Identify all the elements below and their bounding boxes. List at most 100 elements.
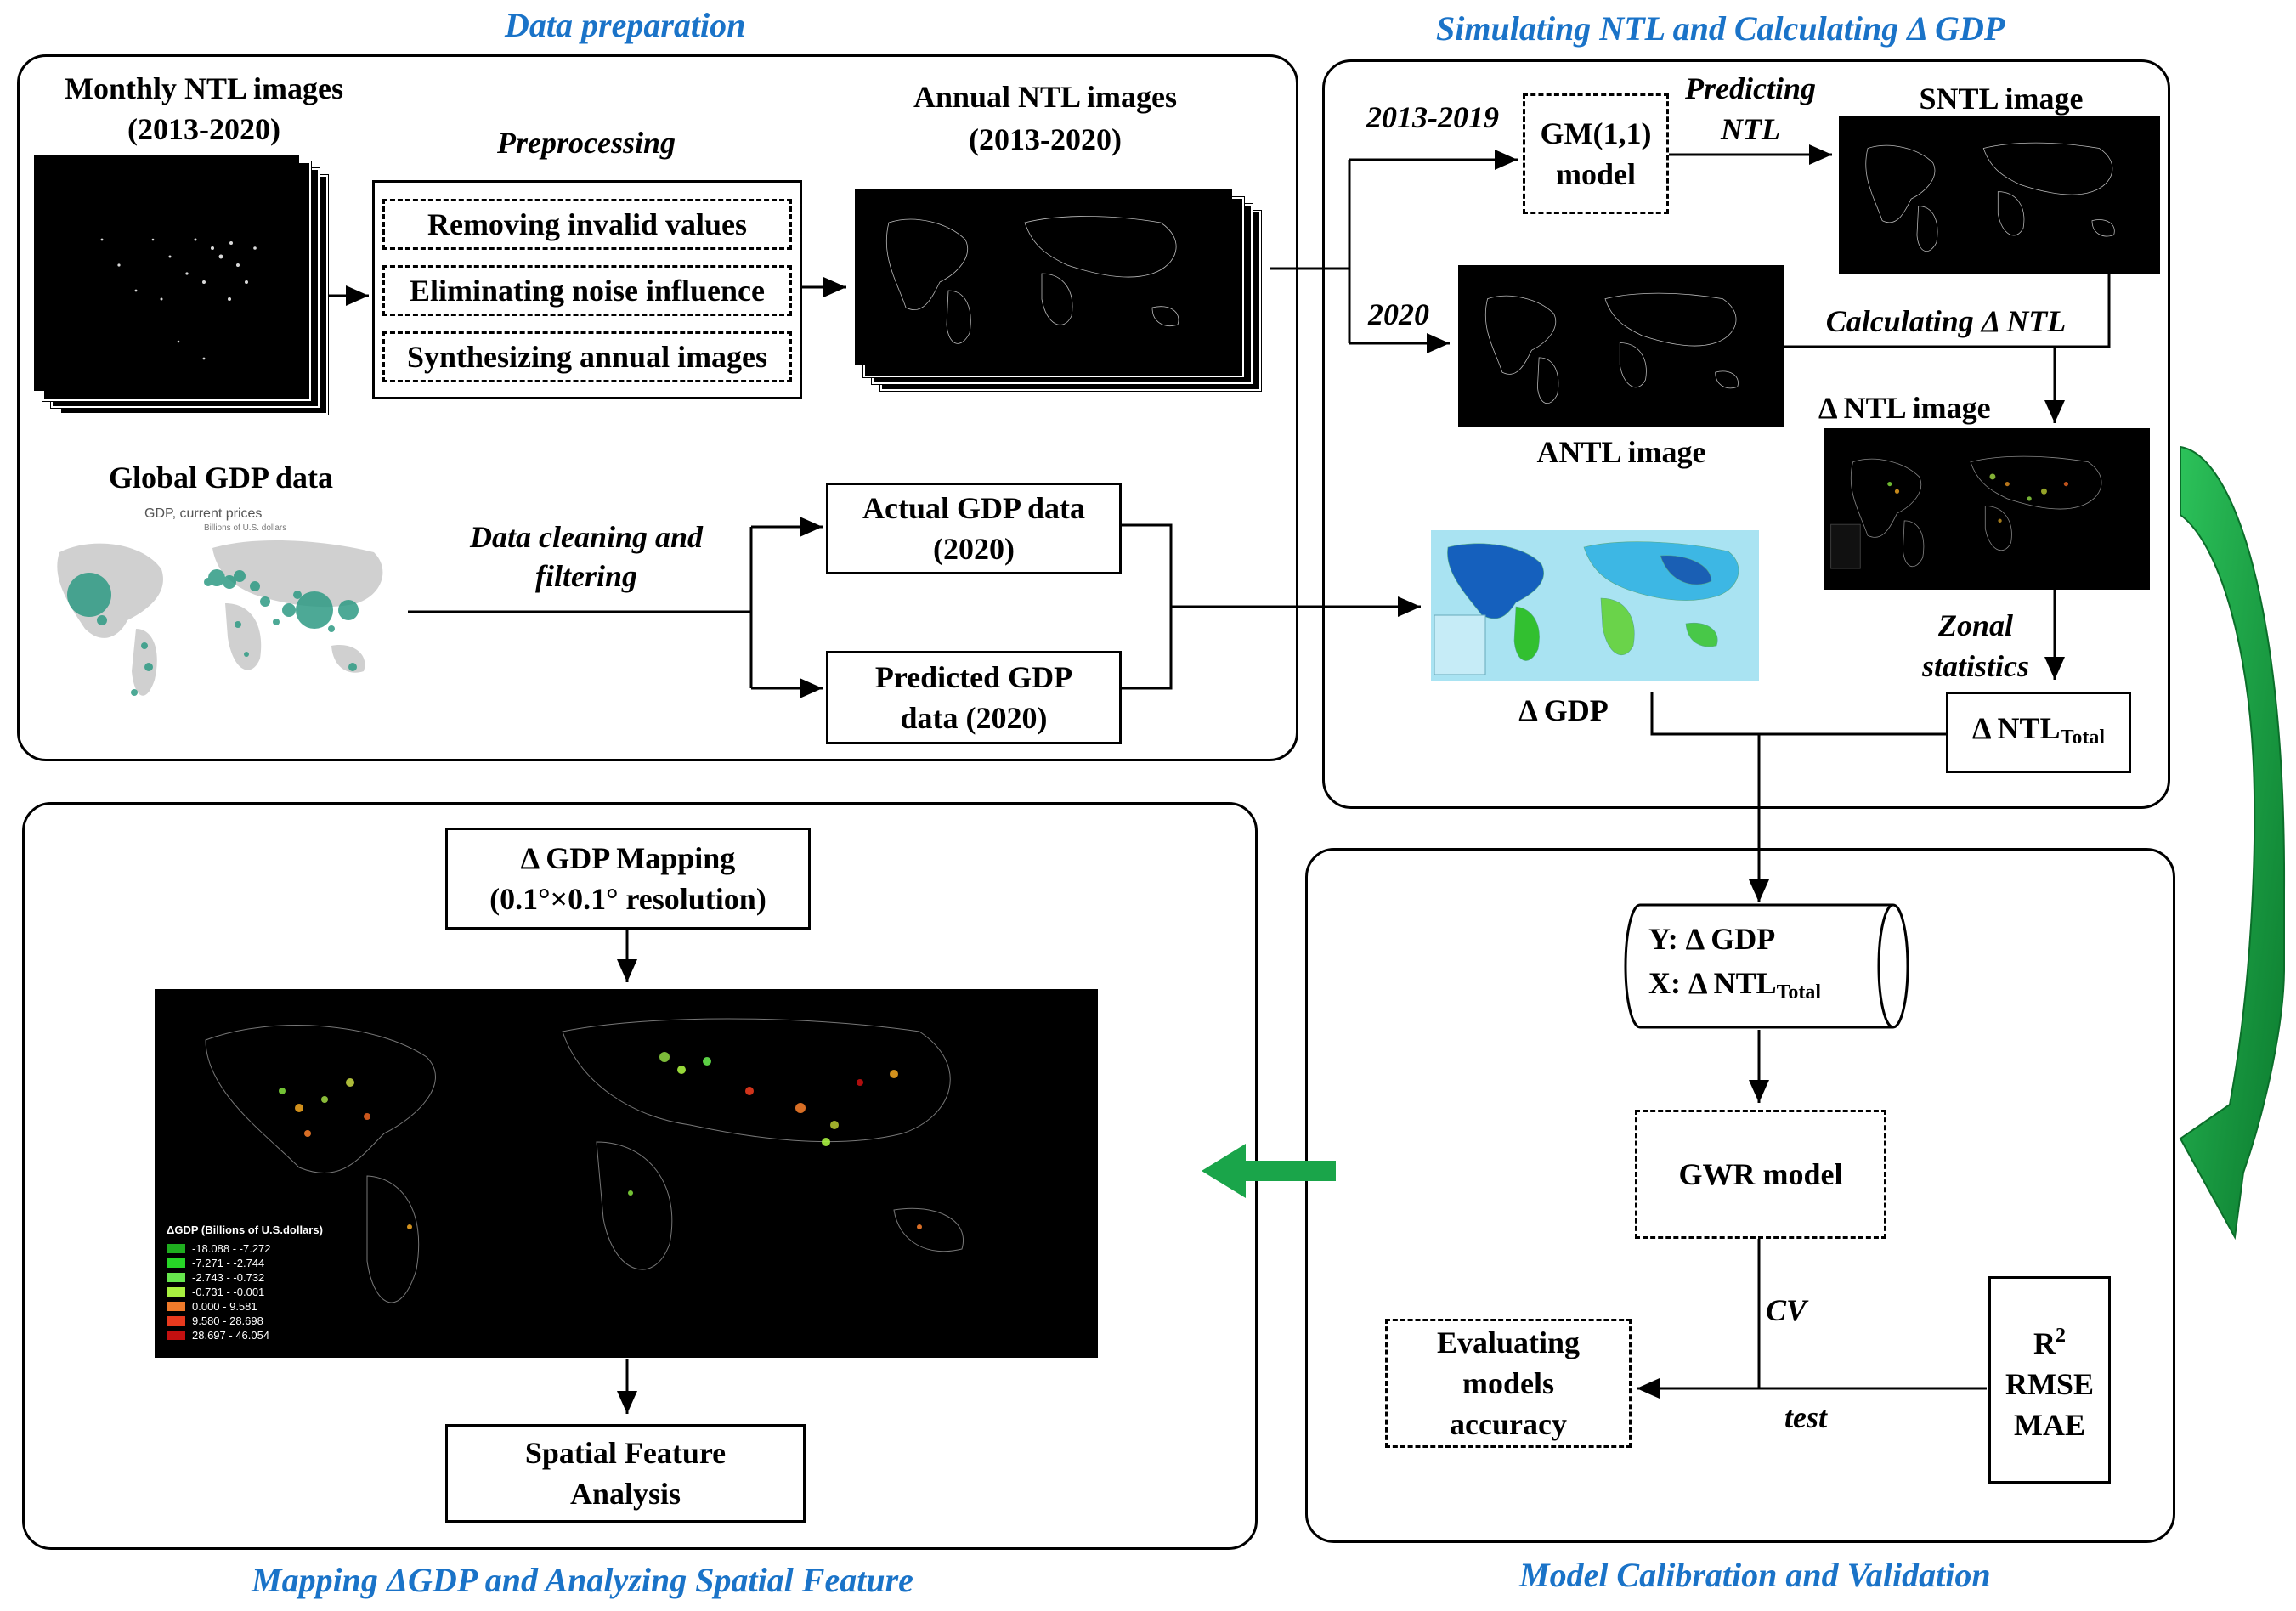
legend-swatch <box>167 1316 185 1326</box>
legend-label: -0.731 - -0.001 <box>192 1286 265 1298</box>
legend-swatch <box>167 1273 185 1282</box>
legend-label: 28.697 - 46.054 <box>192 1329 270 1342</box>
global-gdp-title: Global GDP data <box>108 461 334 495</box>
annual-ntl-title-line2: (2013-2020) <box>969 122 1122 156</box>
cv-label: CV <box>1766 1293 1807 1327</box>
r-text: R <box>2033 1326 2056 1360</box>
monthly-ntl-title-line1: Monthly NTL images <box>64 71 344 105</box>
legend-label: 0.000 - 9.581 <box>192 1300 257 1313</box>
legend-label: -18.088 - -7.272 <box>192 1242 271 1255</box>
dntl-total-text: Δ NTL <box>1971 710 2061 745</box>
preprocessing-box <box>372 180 802 399</box>
predicted-gdp-box: Predicted GDP data (2020) <box>826 651 1122 744</box>
legend-swatch <box>167 1287 185 1297</box>
r2-label: R2 <box>2033 1315 2066 1364</box>
legend-label: -7.271 - -2.744 <box>192 1257 265 1269</box>
dgdp-title: Δ GDP <box>1518 693 1609 727</box>
annual-ntl-title-line1: Annual NTL images <box>913 80 1178 114</box>
section-title-calibration: Model Calibration and Validation <box>1519 1556 1991 1594</box>
zonal-line1: Zonal <box>1937 608 2013 642</box>
evaluating-line2: models <box>1462 1366 1554 1400</box>
legend-item: -2.743 - -0.732 <box>167 1270 323 1285</box>
gm-model-box: GM(1,1) model <box>1523 93 1669 214</box>
monthly-ntl-title-line2: (2013-2020) <box>127 112 280 146</box>
actual-gdp-box: Actual GDP data (2020) <box>826 483 1122 574</box>
preprocessing-label: Preprocessing <box>497 126 676 160</box>
gdp-map-subtitle: Billions of U.S. dollars <box>204 523 287 533</box>
legend-label: -2.743 - -0.732 <box>192 1271 265 1284</box>
predicted-gdp-line1: Predicted GDP <box>874 660 1073 694</box>
legend-label: 9.580 - 28.698 <box>192 1314 263 1327</box>
dntl-total-subscript: Total <box>2060 726 2106 749</box>
sntl-image <box>1839 116 2160 274</box>
dgdp-mapping-box: Δ GDP Mapping (0.1°×0.1° resolution) <box>445 828 811 930</box>
cleaning-label-line2: filtering <box>534 559 637 593</box>
section-title-simulating: Simulating NTL and Calculating Δ GDP <box>1436 9 2005 48</box>
rmse-label: RMSE <box>2005 1366 2094 1401</box>
dntl-image-title: Δ NTL image <box>1818 391 1991 425</box>
antl-title: ANTL image <box>1536 435 1706 469</box>
cleaning-label-line1: Data cleaning and <box>469 520 704 554</box>
metrics-box: R2 RMSE MAE <box>1988 1276 2111 1484</box>
predicting-line2: NTL <box>1721 112 1780 146</box>
legend-swatch <box>167 1244 185 1253</box>
year-2020: 2020 <box>1368 297 1429 331</box>
predicted-gdp-line2: data (2020) <box>900 701 1048 735</box>
xy-cylinder: Y: Δ GDP X: Δ NTLTotal <box>1623 902 1910 1030</box>
dgdp-map <box>1431 530 1759 681</box>
legend-title: ΔGDP (Billions of U.S.dollars) <box>167 1224 323 1236</box>
y-label: Y: Δ GDP <box>1648 922 1776 956</box>
spatial-line2: Analysis <box>569 1477 681 1511</box>
annual-ntl-image <box>855 189 1232 365</box>
actual-gdp-line2: (2020) <box>933 532 1015 566</box>
years-2013-2019: 2013-2019 <box>1366 100 1499 134</box>
data-preparation-panel <box>17 54 1298 761</box>
evaluating-box: Evaluating models accuracy <box>1385 1319 1632 1448</box>
spatial-feature-box: Spatial Feature Analysis <box>445 1424 806 1523</box>
evaluating-line3: accuracy <box>1450 1407 1567 1441</box>
dntl-total-box: Δ NTLTotal <box>1946 692 2131 773</box>
step-removing-invalid: Removing invalid values <box>382 199 792 250</box>
dgdp-legend: ΔGDP (Billions of U.S.dollars) -18.088 -… <box>167 1224 323 1342</box>
gm-model-line1: GM(1,1) <box>1540 116 1652 150</box>
gdp-map-title: GDP, current prices <box>144 506 263 521</box>
dgdp-world-map: ΔGDP (Billions of U.S.dollars) -18.088 -… <box>155 989 1098 1358</box>
x-label: X: Δ NTL <box>1648 966 1777 1000</box>
calc-dntl-label: Calculating Δ NTL <box>1825 304 2067 338</box>
legend-rows: -18.088 - -7.272 -7.271 - -2.744 -2.743 - … <box>167 1241 323 1342</box>
actual-gdp-line1: Actual GDP data <box>862 491 1085 525</box>
legend-swatch <box>167 1331 185 1340</box>
x-label-subscript: Total <box>1776 981 1822 1003</box>
legend-item: 9.580 - 28.698 <box>167 1314 323 1328</box>
legend-item: -0.731 - -0.001 <box>167 1285 323 1299</box>
r-superscript: 2 <box>2056 1324 2066 1347</box>
monthly-ntl-image <box>34 155 299 391</box>
dgdp-mapping-line1: Δ GDP Mapping <box>520 841 736 875</box>
test-label: test <box>1784 1400 1827 1434</box>
dntl-image <box>1824 428 2150 590</box>
step-eliminating-noise: Eliminating noise influence <box>382 265 792 316</box>
dntl-total-label: Δ NTLTotal <box>1972 708 2105 758</box>
green-left-arrow <box>1202 1144 1336 1198</box>
legend-item: -7.271 - -2.744 <box>167 1256 323 1270</box>
sntl-title: SNTL image <box>1919 82 2084 116</box>
x-label-wrap: X: Δ NTLTotal <box>1648 965 1821 1004</box>
spatial-line1: Spatial Feature <box>524 1436 727 1470</box>
step-synthesizing: Synthesizing annual images <box>382 331 792 382</box>
antl-image <box>1458 265 1784 427</box>
evaluating-line1: Evaluating <box>1436 1326 1581 1359</box>
legend-item: 28.697 - 46.054 <box>167 1328 323 1342</box>
legend-swatch <box>167 1258 185 1268</box>
zonal-line2: statistics <box>1921 649 2030 683</box>
predicting-line1: Predicting <box>1685 71 1816 105</box>
simulating-panel <box>1322 59 2170 809</box>
mae-label: MAE <box>2014 1407 2085 1442</box>
section-title-data-preparation: Data preparation <box>505 6 746 44</box>
legend-item: 0.000 - 9.581 <box>167 1299 323 1314</box>
global-gdp-bubble-map: GDP, current prices Billions of U.S. dol… <box>42 501 408 722</box>
section-title-mapping: Mapping ΔGDP and Analyzing Spatial Featu… <box>252 1561 913 1599</box>
gm-model-line2: model <box>1556 157 1636 191</box>
dgdp-mapping-line2: (0.1°×0.1° resolution) <box>489 882 766 916</box>
legend-item: -18.088 - -7.272 <box>167 1241 323 1256</box>
